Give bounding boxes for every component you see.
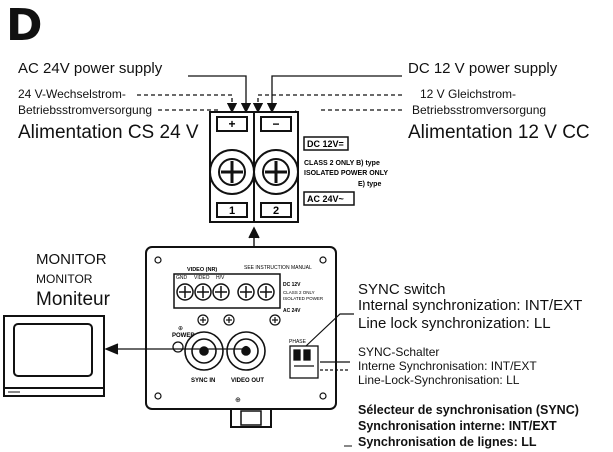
panel-screws bbox=[154, 256, 327, 400]
cam-video-small-label: VIDEO bbox=[194, 275, 210, 281]
monitor-label-de: MONITOR bbox=[36, 272, 93, 286]
monitor-label-en: MONITOR bbox=[36, 251, 107, 268]
cam-manual-label: SEE INSTRUCTION MANUAL bbox=[244, 265, 312, 271]
cam-plus-left: ⊕ bbox=[178, 326, 183, 332]
cam-phase-label: PHASE bbox=[289, 339, 307, 345]
sync-line1-en: Internal synchronization: INT/EXT bbox=[358, 297, 583, 314]
dc-supply-label-de: 12 V Gleichstrom- bbox=[420, 87, 517, 101]
terminal-block bbox=[209, 111, 299, 223]
ground-symbols bbox=[197, 314, 281, 326]
dc-supply-label-de2: Betriebsstromversorgung bbox=[412, 103, 547, 117]
ac-supply-label-de2: Betriebsstromversorgung bbox=[18, 103, 153, 117]
e-type-label: E) type bbox=[358, 181, 381, 188]
ac-supply-label-en: AC 24V power supply bbox=[18, 60, 163, 77]
sync-title-fr: Sélecteur de synchronisation (SYNC) bbox=[358, 403, 579, 417]
sync-line2-fr: Synchronisation de lignes: LL bbox=[358, 435, 537, 449]
ac-supply-label-fr: Alimentation CS 24 V bbox=[18, 122, 199, 143]
figure-letter: D bbox=[6, 0, 43, 51]
cam-power-label: POWER bbox=[172, 333, 195, 339]
monitor-drawing bbox=[3, 315, 105, 397]
class-line2: ISOLATED POWER ONLY bbox=[304, 170, 388, 177]
dc-supply-label-en: DC 12 V power supply bbox=[408, 60, 558, 77]
sync-leader-lines bbox=[305, 313, 354, 371]
terminal-1-label: 1 bbox=[229, 205, 235, 217]
dc-rating-label: DC 12V= bbox=[307, 139, 344, 149]
ac-rating-label: AC 24V~ bbox=[307, 194, 344, 204]
sync-in-label: SYNC IN bbox=[191, 378, 215, 384]
terminal-minus: − bbox=[272, 117, 279, 131]
cam-class-small: CLASS 2 ONLY bbox=[283, 290, 315, 295]
class-line1: CLASS 2 ONLY B) type bbox=[304, 160, 380, 167]
sync-dip-switch bbox=[289, 345, 319, 379]
sync-line2-de: Line-Lock-Synchronisation: LL bbox=[358, 373, 520, 387]
dc-rating-box bbox=[303, 136, 349, 151]
cam-gnd-label: GND bbox=[176, 275, 188, 281]
cam-isolated-small: ISOLATED POWER bbox=[283, 296, 324, 301]
sync-line1-fr: Synchronisation interne: INT/EXT bbox=[358, 419, 557, 433]
camera-terminal-strip bbox=[173, 273, 281, 309]
sync-title-en: SYNC switch bbox=[358, 281, 446, 298]
video-out-label: VIDEO OUT bbox=[231, 378, 264, 384]
terminal-plus: + bbox=[228, 117, 235, 131]
sync-title-de: SYNC-Schalter bbox=[358, 345, 440, 359]
sync-in-connector bbox=[184, 331, 224, 371]
dc-supply-label-fr: Alimentation 12 V CC bbox=[408, 122, 590, 143]
terminal-2-label: 2 bbox=[273, 205, 279, 217]
monitor-label-fr: Moniteur bbox=[36, 289, 110, 310]
cam-hv-label: H/V bbox=[216, 275, 225, 281]
sync-line2-en: Line lock synchronization: LL bbox=[358, 315, 551, 332]
cam-plus-bottom: ⊕ bbox=[235, 397, 241, 404]
ac-supply-label-de: 24 V-Wechselstrom- bbox=[18, 87, 126, 101]
ac-rating-box bbox=[303, 191, 355, 206]
sync-line1-de: Interne Synchronisation: INT/EXT bbox=[358, 359, 537, 373]
monitor-video-connector bbox=[104, 343, 250, 355]
cam-ac-small: AC 24V bbox=[283, 308, 301, 314]
cam-dc-small: DC 12V bbox=[283, 282, 301, 288]
power-led bbox=[172, 341, 184, 353]
cam-video-label: VIDEO (NR) bbox=[187, 267, 217, 273]
